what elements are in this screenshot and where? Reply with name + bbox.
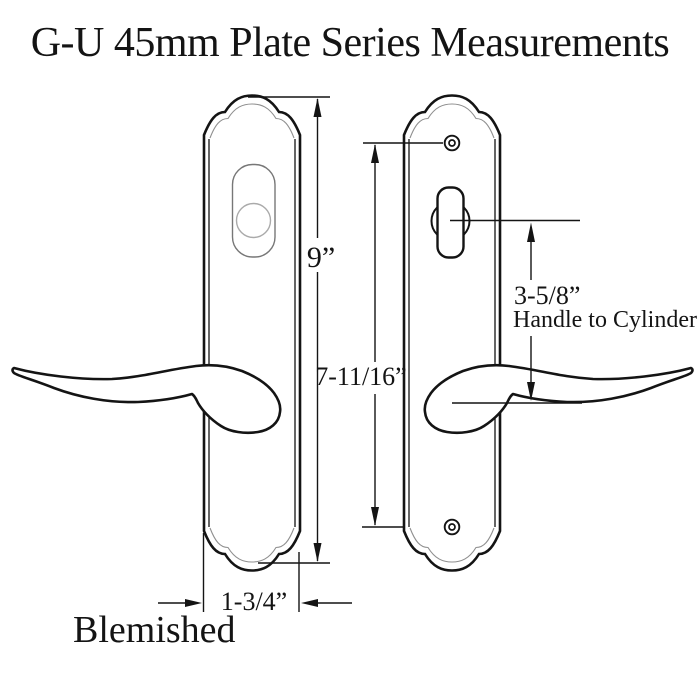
left-plate <box>202 94 302 572</box>
handle-to-cylinder-value: 3-5/8” <box>514 281 581 310</box>
condition-note: Blemished <box>73 609 236 651</box>
right-plate <box>402 94 502 572</box>
plate-width-label: 1-3/4” <box>220 587 288 616</box>
handle-to-cylinder-label: Handle to Cylinder <box>513 307 697 333</box>
dim-hole-spacing <box>362 142 443 528</box>
screw-bottom-icon <box>443 518 461 536</box>
plate-height-label: 9” <box>306 241 336 274</box>
screw-top-icon <box>443 134 461 152</box>
screw-hole-spacing-label: 7-11/16” <box>315 362 407 391</box>
dim-handle-to-cylinder <box>450 219 582 404</box>
right-lever-handle <box>423 363 694 435</box>
dim-plate-height <box>248 96 330 564</box>
left-lever-handle <box>11 363 282 435</box>
right-thumbturn <box>430 186 471 259</box>
page-title: G-U 45mm Plate Series Measurements <box>30 20 670 66</box>
dim-plate-width <box>158 533 352 612</box>
left-thumbturn <box>231 163 276 258</box>
